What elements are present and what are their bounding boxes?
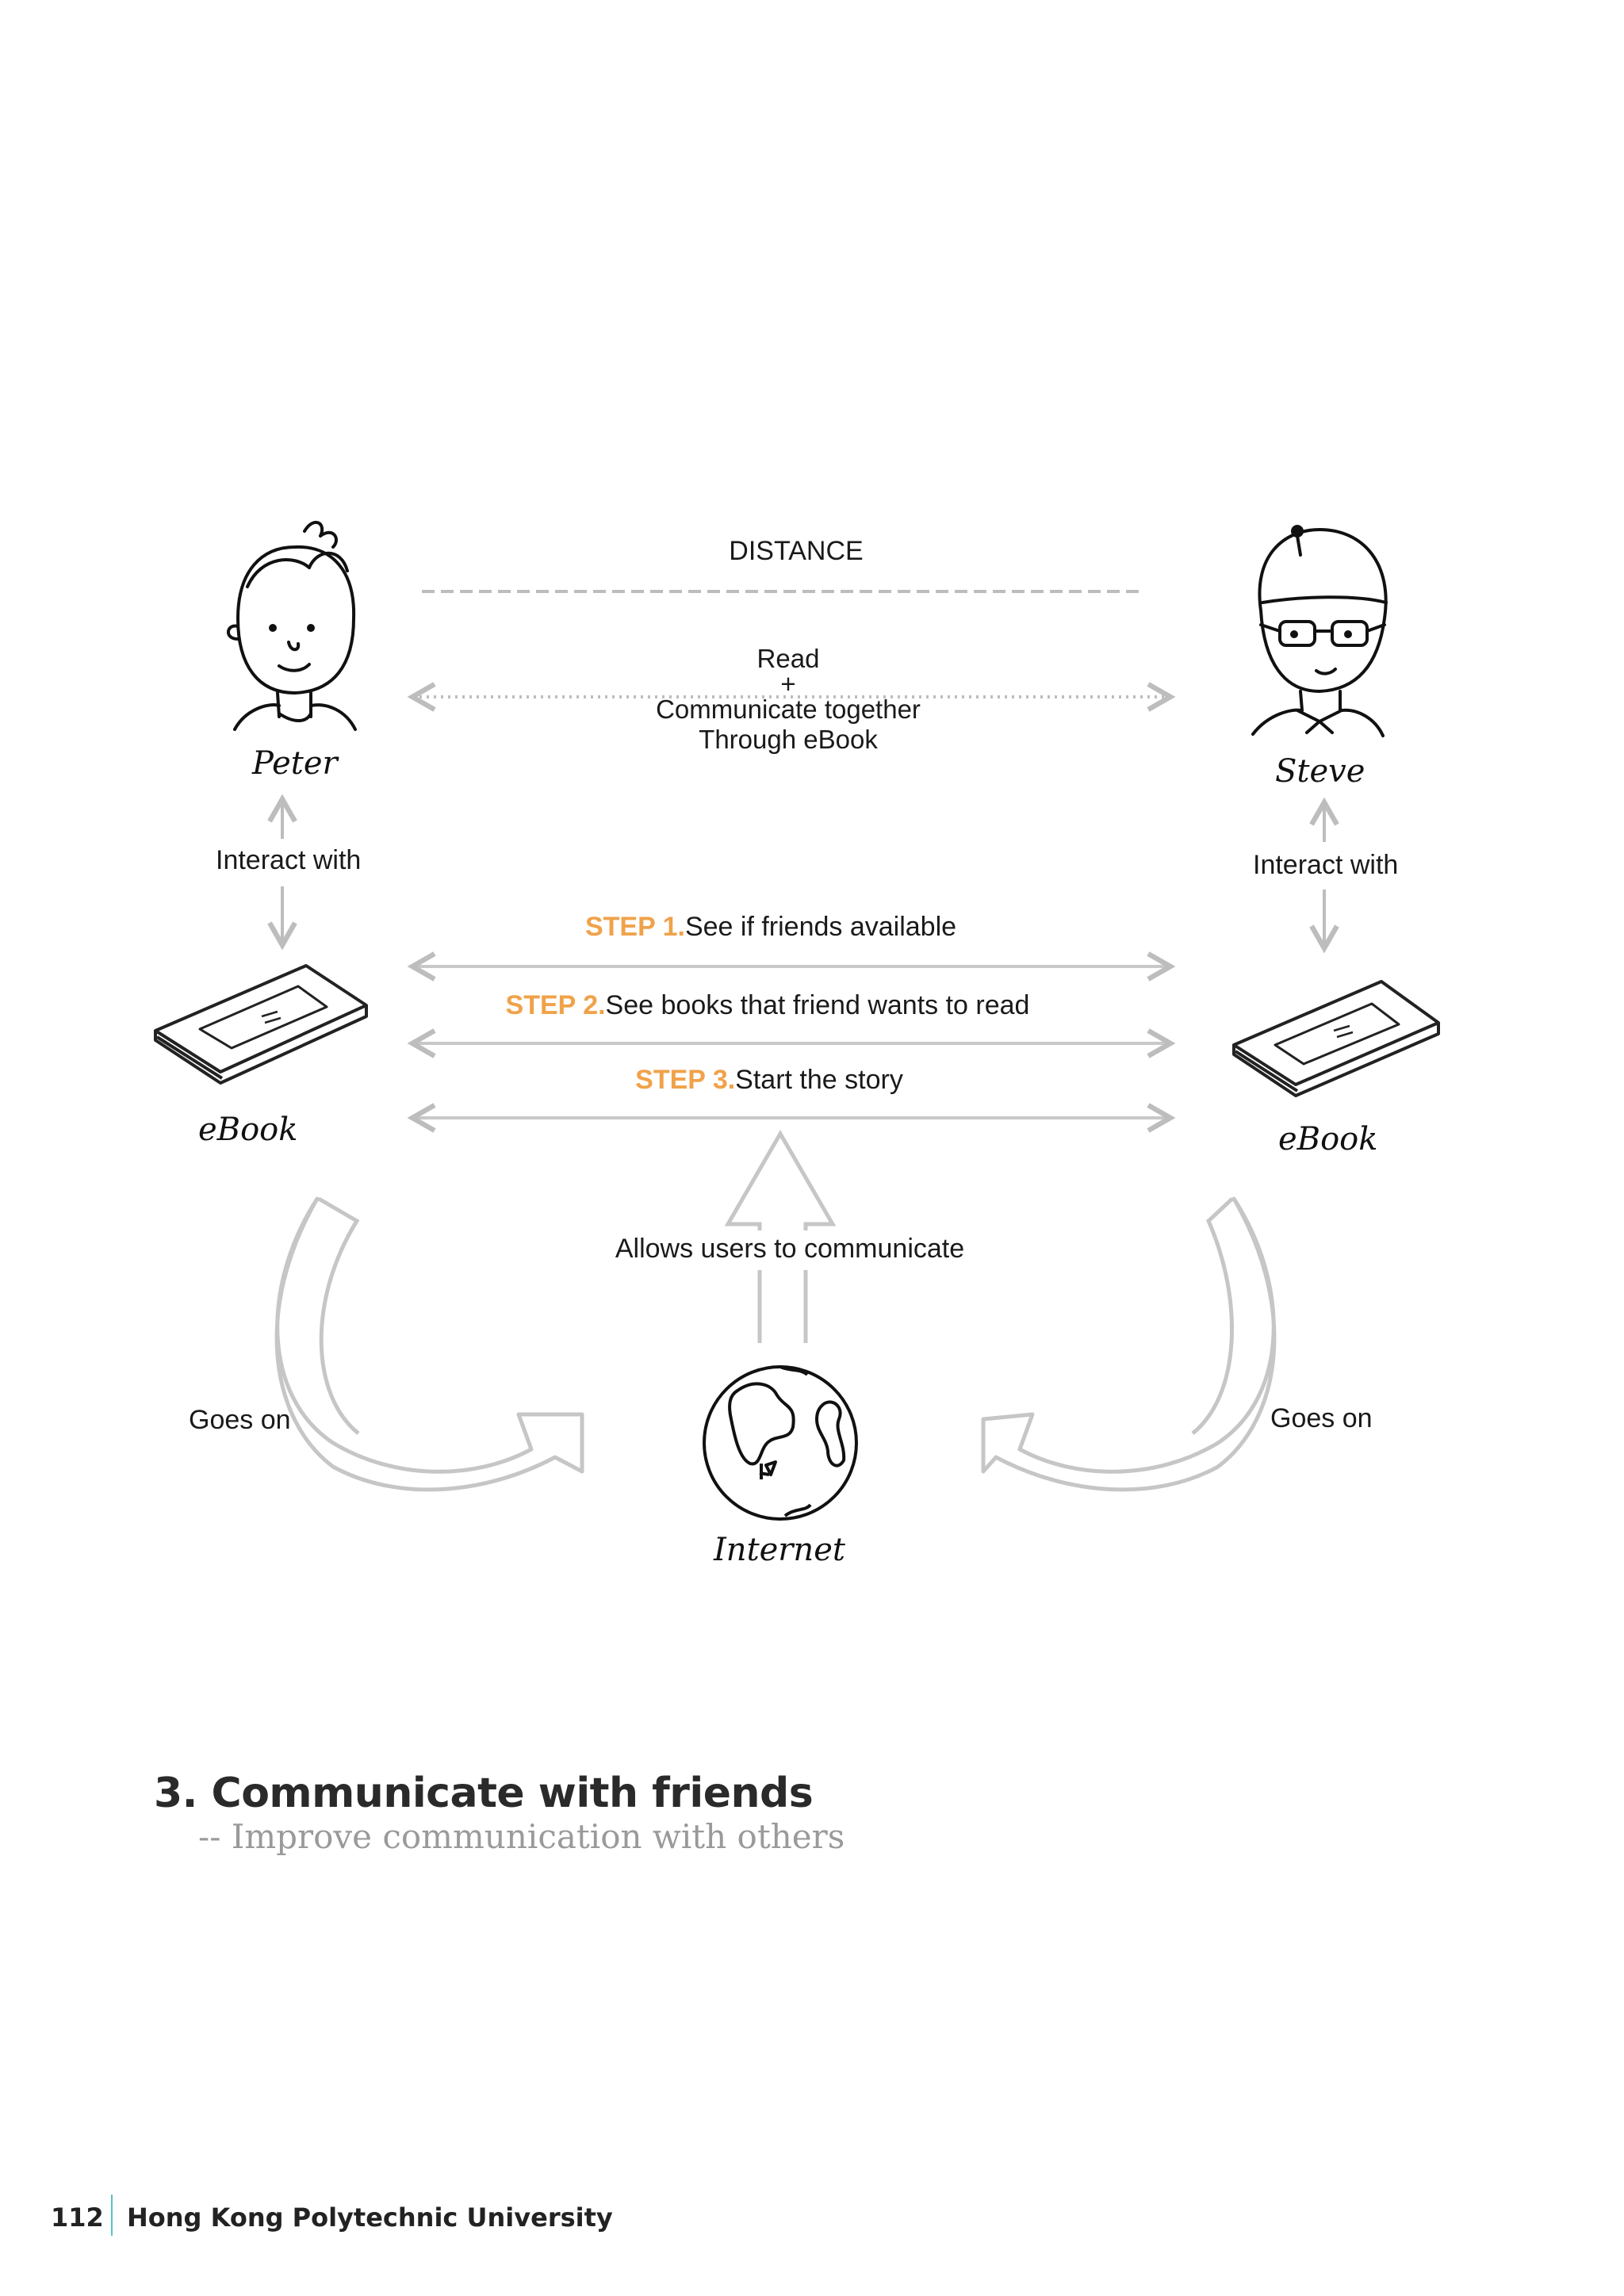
goes-on-left-arrow (274, 1196, 584, 1492)
goes-on-left-label: Goes on (189, 1405, 291, 1435)
read-line-2: + (780, 669, 796, 698)
step1-tag: STEP 1. (584, 912, 685, 942)
internet-label: Internet (714, 1532, 845, 1568)
interact-left-label: Interact with (216, 845, 362, 875)
goes-on-right-label: Goes on (1270, 1403, 1373, 1433)
read-line-1: Read (756, 644, 820, 673)
person-label-peter: Peter (252, 745, 338, 782)
step3-label: STEP 3.Start the story (635, 1065, 903, 1096)
footer-divider (111, 2195, 113, 2236)
read-line-4: Through eBook (699, 725, 878, 754)
interact-right-label: Interact with (1253, 850, 1399, 880)
internet-up-arrow (724, 1130, 837, 1343)
section-title: 3. Communicate with friends (154, 1770, 814, 1817)
footer-publisher: Hong Kong Polytechnic University (127, 2202, 613, 2233)
peter-sketch (227, 520, 357, 731)
ebook-left-sketch (154, 964, 368, 1085)
read-block: Read + Communicate together Through eBoo… (656, 644, 921, 755)
step2-tag: STEP 2. (505, 990, 606, 1020)
goes-on-right-arrow (981, 1196, 1277, 1492)
step2-text: See books that friend wants to read (605, 990, 1030, 1020)
allows-label: Allows users to communicate (615, 1234, 965, 1264)
step2-label: STEP 2.See books that friend wants to re… (506, 990, 1030, 1021)
step3-text: Start the story (735, 1065, 903, 1095)
read-line-3: Communicate together (656, 695, 921, 724)
person-label-steve: Steve (1275, 753, 1365, 790)
globe-icon (703, 1365, 858, 1521)
step1-label: STEP 1.See if friends available (585, 912, 956, 943)
distance-label: DISTANCE (729, 536, 864, 566)
ebook-left-label: eBook (198, 1112, 298, 1148)
ebook-right-sketch (1232, 980, 1440, 1097)
step3-tag: STEP 3. (635, 1065, 736, 1095)
ebook-right-label: eBook (1278, 1121, 1378, 1158)
section-subtitle: -- Improve communication with others (198, 1817, 845, 1856)
step1-text: See if friends available (684, 912, 957, 942)
page-number: 112 (51, 2202, 104, 2233)
steve-sketch (1251, 525, 1388, 737)
